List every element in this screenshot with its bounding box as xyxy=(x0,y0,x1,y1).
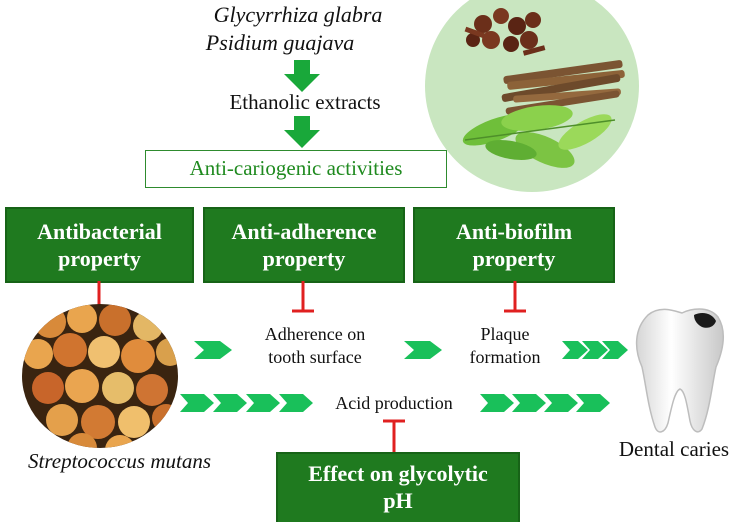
flow-arrow-icon xyxy=(480,394,610,412)
inhibit-icon xyxy=(504,281,526,313)
activities-box: Anti-cariogenic activities xyxy=(145,150,447,188)
effect-line1: Effect on glycolytic xyxy=(308,461,488,486)
clove-icon xyxy=(464,8,546,56)
property-line2: property xyxy=(58,246,141,271)
extracts-label: Ethanolic extracts xyxy=(229,90,381,114)
flow-arrow-icon xyxy=(194,341,232,359)
dental-caries-label: Dental caries xyxy=(618,437,730,461)
adherence-label-line2: tooth surface xyxy=(268,347,362,367)
property-line1: Anti-adherence xyxy=(231,219,377,244)
property-line2: property xyxy=(472,246,556,271)
flow-arrow-icon xyxy=(562,341,628,359)
guava-leaf-icon xyxy=(462,105,616,168)
anti-adherence-property-box: Anti-adherence property xyxy=(203,207,405,283)
effect-on-glycolytic-ph-box: Effect on glycolytic pH xyxy=(276,452,520,522)
plant-name-2: Psidium guajava xyxy=(205,30,355,55)
organism-label-text: Streptococcus mutans xyxy=(28,449,211,473)
property-line1: Antibacterial xyxy=(37,219,162,244)
plaque-label-line2: formation xyxy=(469,347,541,367)
flow-arrow-icon xyxy=(404,341,442,359)
inhibit-icon xyxy=(292,281,314,313)
property-line2: property xyxy=(262,246,346,271)
effect-line2: pH xyxy=(383,488,413,513)
bacteria-micrograph-illustration xyxy=(22,304,178,448)
acid-production-label: Acid production xyxy=(335,393,453,413)
down-arrow-icon xyxy=(284,116,320,148)
plaque-label-line1: Plaque xyxy=(480,324,530,344)
plant-materials-illustration xyxy=(425,0,639,192)
adherence-label-line1: Adherence on xyxy=(264,324,366,344)
flow-arrow-icon xyxy=(180,394,313,412)
anti-biofilm-property-box: Anti-biofilm property xyxy=(413,207,615,283)
plant-name-1: Glycyrrhiza glabra xyxy=(213,2,383,27)
tooth-icon xyxy=(635,308,725,433)
property-line1: Anti-biofilm xyxy=(455,219,573,244)
inhibit-icon xyxy=(383,419,405,454)
antibacterial-property-box: Antibacterial property xyxy=(5,207,194,283)
organism-label: Streptococcus mutans xyxy=(0,449,215,474)
down-arrow-icon xyxy=(284,60,320,92)
